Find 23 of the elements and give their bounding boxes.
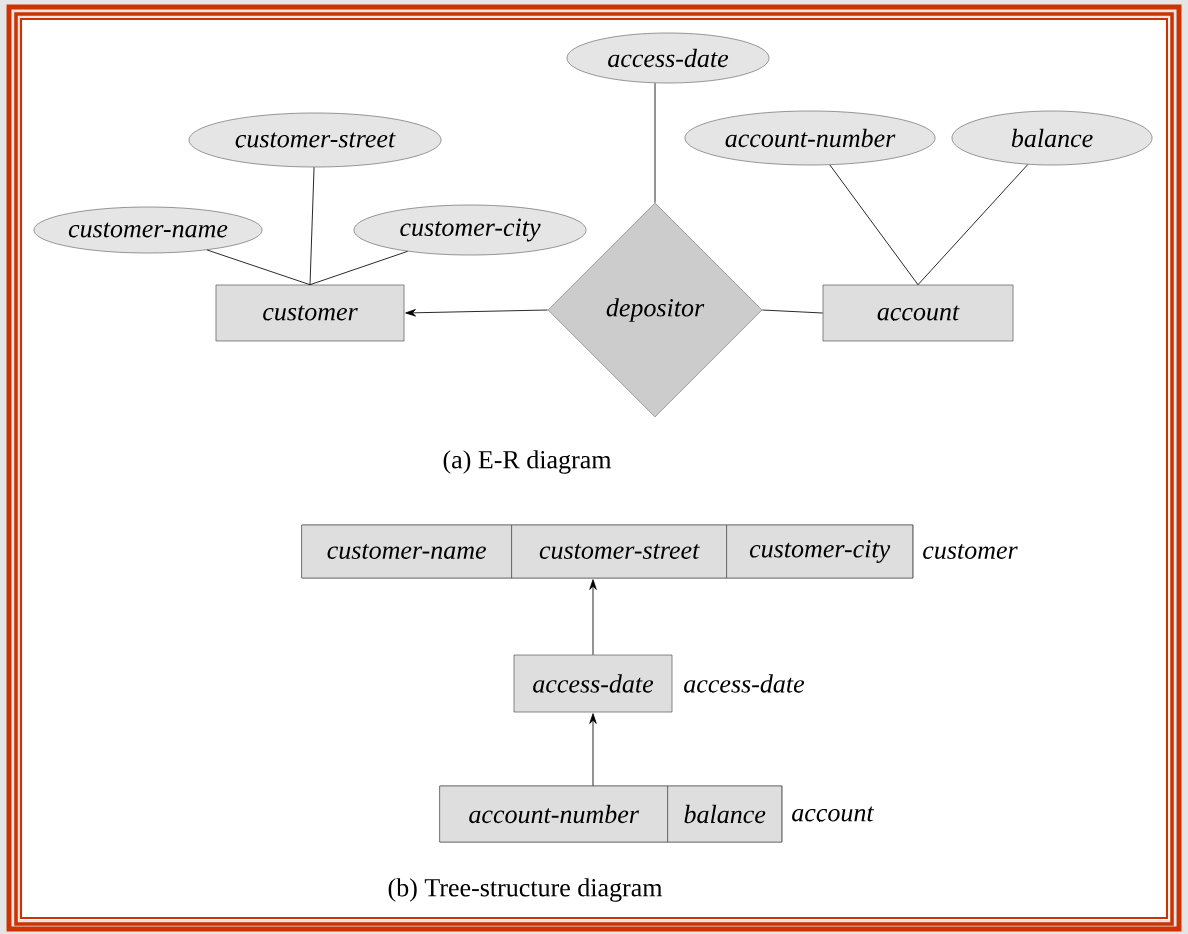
- record-field: balance: [667, 785, 782, 843]
- record-field: account-number: [439, 785, 668, 843]
- record-field: customer-street: [511, 524, 727, 579]
- connector-line: [309, 250, 409, 286]
- record-field: customer-city: [726, 524, 913, 579]
- entity-box: account: [822, 284, 1014, 342]
- connector-line: [654, 82, 656, 204]
- connector-line: [309, 166, 315, 286]
- connector-line: [829, 164, 919, 286]
- record-field: customer-name: [301, 524, 512, 579]
- arrow: [405, 309, 549, 317]
- entity-box: customer: [215, 284, 405, 342]
- arrow: [589, 713, 597, 787]
- record-name: access-date: [684, 674, 805, 693]
- caption: (b) Tree-structure diagram: [388, 878, 663, 902]
- record-field: access-date: [513, 654, 673, 713]
- arrow: [589, 579, 597, 656]
- connector-line: [206, 249, 311, 286]
- caption: (a) E-R diagram: [443, 450, 612, 474]
- record-name: customer: [923, 544, 1018, 559]
- record-name: account: [792, 806, 875, 822]
- connector-line: [761, 309, 824, 314]
- connector-line: [917, 164, 1029, 286]
